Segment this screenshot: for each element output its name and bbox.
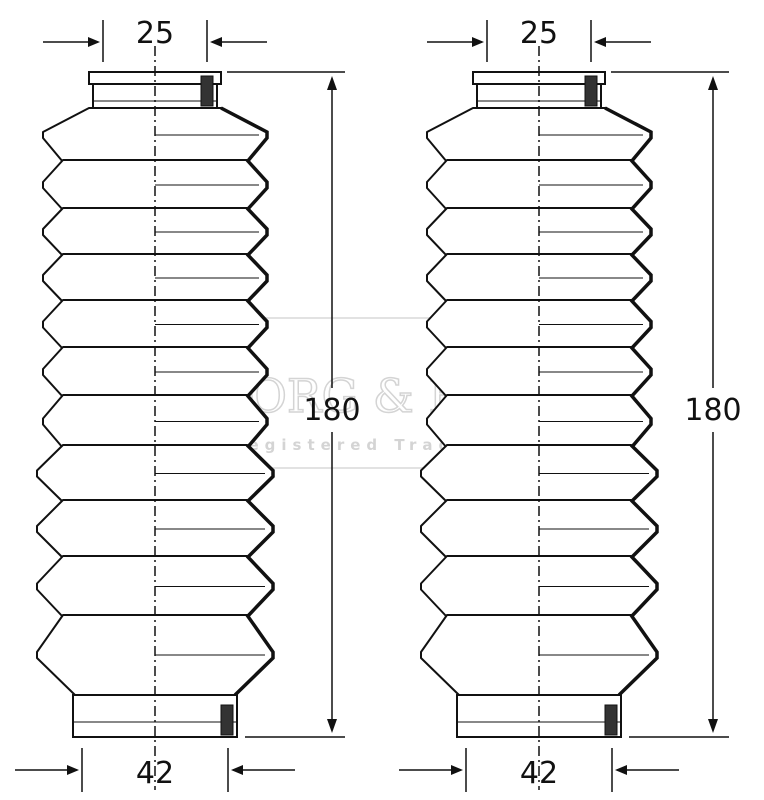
boot-right-convolution-edge xyxy=(604,106,653,164)
boot-right-length-arrowhead-bottom xyxy=(708,719,718,733)
boot-right-top-arrowhead-right xyxy=(594,37,606,47)
boot-left-convolution-edge xyxy=(245,252,269,304)
boot-right-length: 180 xyxy=(684,393,741,428)
boot-right-convolution-edge xyxy=(629,158,653,212)
boot-left: 25 42 180 xyxy=(15,16,361,792)
boot-right-bellows xyxy=(399,20,729,792)
boot-right-top-collar-section xyxy=(584,75,598,107)
boot-right-length-arrowhead-top xyxy=(708,76,718,90)
boot-left-bottom-arrowhead-left xyxy=(67,765,79,775)
boot-right-convolution-edge xyxy=(629,443,659,504)
boot-right-bottom-arrowhead-right xyxy=(615,765,627,775)
boot-left-length-arrowhead-top xyxy=(327,76,337,90)
boot-right: 25 42 180 xyxy=(399,16,742,792)
boot-left-convolution-edge xyxy=(245,393,269,450)
boot-left-convolution-edge xyxy=(233,613,275,697)
boot-left-length: 180 xyxy=(303,393,360,428)
boot-left-bottom-collar-section xyxy=(220,704,234,736)
boot-right-top-diameter: 25 xyxy=(520,16,558,51)
boot-right-convolution-edge xyxy=(629,206,653,258)
boot-left-top-diameter: 25 xyxy=(136,16,174,51)
boot-left-bellows xyxy=(15,20,345,792)
boot-left-convolution-edge xyxy=(245,158,269,212)
boot-left-convolution-edge xyxy=(245,206,269,258)
boot-left-convolution-edge xyxy=(245,554,275,619)
boot-right-convolution-edge xyxy=(629,252,653,304)
boot-right-bottom-diameter: 42 xyxy=(520,756,558,791)
boot-right-bottom-arrowhead-left xyxy=(451,765,463,775)
boot-right-convolution-edge xyxy=(629,345,653,399)
boot-right-convolution-edge xyxy=(629,498,659,560)
boot-left-bottom-arrowhead-right xyxy=(231,765,243,775)
boot-right-convolution-edge xyxy=(629,393,653,450)
boot-left-convolution-edge xyxy=(245,345,269,399)
boot-left-convolution-edge xyxy=(245,498,275,560)
boot-right-convolution-edge xyxy=(629,298,653,351)
boot-left-top-collar-section xyxy=(200,75,214,107)
boot-left-convolution-edge xyxy=(245,298,269,351)
boot-right-convolution-edge xyxy=(629,554,659,619)
boot-left-length-arrowhead-bottom xyxy=(327,719,337,733)
boot-left-convolution-edge xyxy=(245,443,275,504)
boot-left-bottom-diameter: 42 xyxy=(136,756,174,791)
boot-left-top-arrowhead-left xyxy=(88,37,100,47)
boot-left-top-arrowhead-right xyxy=(210,37,222,47)
boot-right-bottom-collar-section xyxy=(604,704,618,736)
boot-right-top-arrowhead-left xyxy=(472,37,484,47)
boot-left-convolution-edge xyxy=(220,106,269,164)
boot-right-convolution-edge xyxy=(617,613,659,697)
